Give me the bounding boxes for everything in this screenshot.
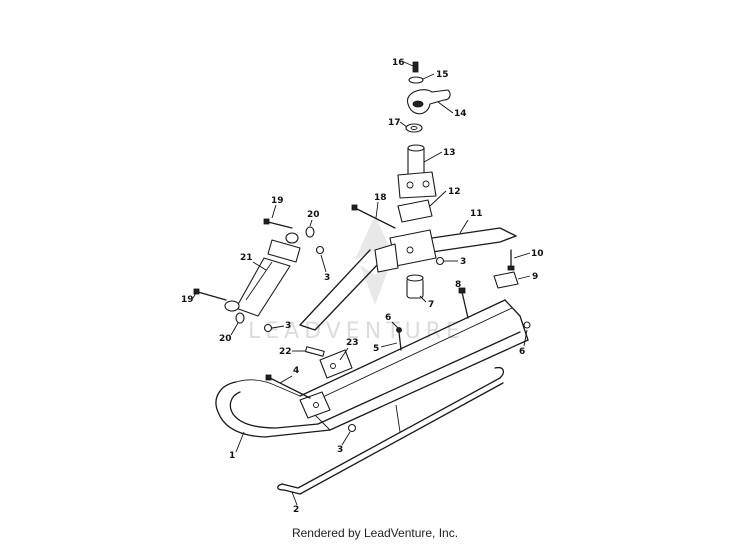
label-5: 5 bbox=[373, 342, 398, 354]
watermark-text: LEADVENTURE bbox=[248, 319, 465, 344]
bolt-5[interactable] bbox=[396, 327, 402, 351]
label-18: 18 bbox=[374, 193, 387, 219]
label-21: 21 bbox=[240, 253, 267, 271]
label-6-front: 6 bbox=[385, 313, 399, 329]
svg-text:18: 18 bbox=[374, 193, 387, 203]
stop-7[interactable] bbox=[406, 274, 424, 299]
spindle-housing[interactable] bbox=[374, 229, 437, 273]
label-19-lower: 19 bbox=[181, 292, 197, 305]
ski[interactable] bbox=[215, 299, 529, 438]
label-10: 10 bbox=[513, 249, 544, 259]
label-20-upper: 20 bbox=[307, 210, 320, 227]
label-13: 13 bbox=[423, 148, 456, 163]
footer-credit: Rendered by LeadVenture, Inc. bbox=[291, 526, 459, 540]
svg-text:21: 21 bbox=[240, 253, 253, 263]
label-7: 7 bbox=[419, 295, 434, 310]
svg-text:6: 6 bbox=[385, 313, 391, 323]
svg-text:10: 10 bbox=[531, 249, 544, 259]
label-3-shock-upper: 3 bbox=[320, 254, 330, 283]
svg-text:3: 3 bbox=[324, 273, 330, 283]
label-19-upper: 19 bbox=[271, 196, 284, 219]
svg-text:11: 11 bbox=[470, 209, 483, 219]
label-17: 17 bbox=[388, 118, 408, 128]
label-16: 16 bbox=[392, 58, 414, 68]
wear-bar[interactable] bbox=[277, 366, 505, 495]
svg-text:16: 16 bbox=[392, 58, 405, 68]
svg-text:22: 22 bbox=[279, 347, 292, 357]
bolt-16[interactable] bbox=[412, 61, 419, 73]
spindle[interactable] bbox=[397, 144, 437, 199]
bolt-10[interactable] bbox=[507, 249, 515, 271]
svg-text:23: 23 bbox=[346, 338, 359, 348]
svg-text:8: 8 bbox=[455, 280, 461, 290]
washer-15[interactable] bbox=[408, 76, 424, 84]
washer-17[interactable] bbox=[405, 123, 423, 133]
bracket-9[interactable] bbox=[493, 271, 519, 289]
label-9: 9 bbox=[517, 272, 538, 282]
label-12: 12 bbox=[429, 187, 461, 207]
label-23: 23 bbox=[339, 338, 359, 361]
shock-absorber[interactable] bbox=[224, 232, 301, 317]
bolt-22[interactable] bbox=[304, 346, 325, 357]
svg-text:15: 15 bbox=[436, 70, 449, 80]
label-20-lower: 20 bbox=[219, 322, 239, 344]
label-14: 14 bbox=[437, 101, 467, 119]
svg-text:7: 7 bbox=[428, 300, 434, 310]
nut-3-ski[interactable] bbox=[347, 423, 357, 433]
nut-3-shock-upper[interactable] bbox=[315, 245, 325, 255]
bushing-12[interactable] bbox=[397, 199, 433, 223]
label-3-housing: 3 bbox=[444, 257, 466, 267]
label-8: 8 bbox=[455, 280, 461, 290]
bolt-18[interactable] bbox=[351, 204, 396, 229]
svg-text:3: 3 bbox=[337, 445, 343, 455]
bushing-20-upper[interactable] bbox=[305, 226, 315, 238]
svg-text:20: 20 bbox=[307, 210, 320, 220]
svg-text:2: 2 bbox=[293, 505, 299, 515]
label-15: 15 bbox=[422, 70, 449, 80]
svg-text:3: 3 bbox=[285, 321, 291, 331]
svg-text:3: 3 bbox=[460, 257, 466, 267]
svg-text:12: 12 bbox=[448, 187, 461, 197]
svg-text:17: 17 bbox=[388, 118, 401, 128]
bolt-8[interactable] bbox=[458, 287, 469, 319]
svg-text:4: 4 bbox=[293, 366, 299, 376]
label-3-shock-lower: 3 bbox=[271, 321, 291, 331]
label-22: 22 bbox=[279, 347, 305, 357]
nut-6-rear[interactable] bbox=[523, 321, 531, 329]
svg-text:6: 6 bbox=[519, 347, 525, 357]
svg-text:19: 19 bbox=[271, 196, 284, 206]
bolt-19-upper[interactable] bbox=[263, 218, 293, 229]
label-2: 2 bbox=[291, 491, 299, 515]
svg-text:5: 5 bbox=[373, 344, 379, 354]
nut-3-shock-lower[interactable] bbox=[263, 323, 273, 333]
svg-text:14: 14 bbox=[454, 109, 467, 119]
label-11: 11 bbox=[459, 209, 483, 234]
svg-text:20: 20 bbox=[219, 334, 232, 344]
svg-text:13: 13 bbox=[443, 148, 456, 158]
svg-text:1: 1 bbox=[229, 451, 235, 461]
svg-text:19: 19 bbox=[181, 295, 194, 305]
steering-arm[interactable] bbox=[407, 89, 451, 115]
label-3-ski: 3 bbox=[337, 431, 351, 455]
nut-3-housing[interactable] bbox=[435, 256, 445, 266]
radius-rod[interactable] bbox=[299, 227, 517, 331]
label-6-rear: 6 bbox=[519, 329, 528, 357]
bolt-19-lower[interactable] bbox=[193, 288, 227, 301]
bushing-20-lower[interactable] bbox=[235, 312, 245, 324]
label-4: 4 bbox=[279, 366, 299, 384]
label-1: 1 bbox=[229, 431, 245, 461]
ski-saddle[interactable] bbox=[299, 349, 353, 419]
bolt-4[interactable] bbox=[265, 374, 311, 399]
svg-text:9: 9 bbox=[532, 272, 538, 282]
